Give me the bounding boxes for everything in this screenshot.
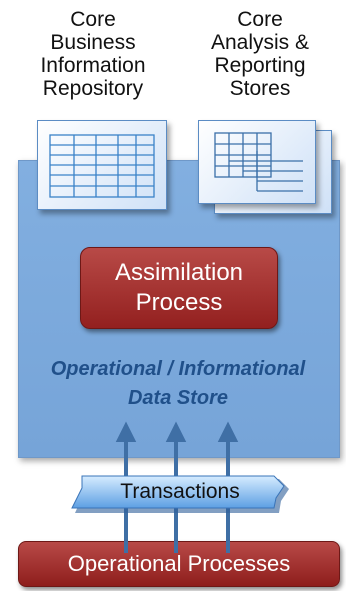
analysis-grid-icon (214, 132, 303, 192)
operational-processes-label: Operational Processes (67, 551, 291, 576)
data-store-label: Operational / Informational Data Store (50, 358, 306, 409)
core-analysis-label: Core Analysis & Reporting Stores (210, 8, 310, 100)
core-business-label: Core Business Information Repository (40, 8, 146, 100)
operational-processes-box: Operational Processes (18, 541, 340, 587)
business-repository-doc (37, 120, 167, 210)
table-grid-icon (49, 134, 155, 198)
analysis-store-doc-front (198, 120, 316, 204)
transactions-label: Transactions (120, 480, 240, 503)
assimilation-process-box: Assimilation Process (80, 247, 278, 329)
assimilation-process-label: Assimilation Process (114, 259, 244, 316)
